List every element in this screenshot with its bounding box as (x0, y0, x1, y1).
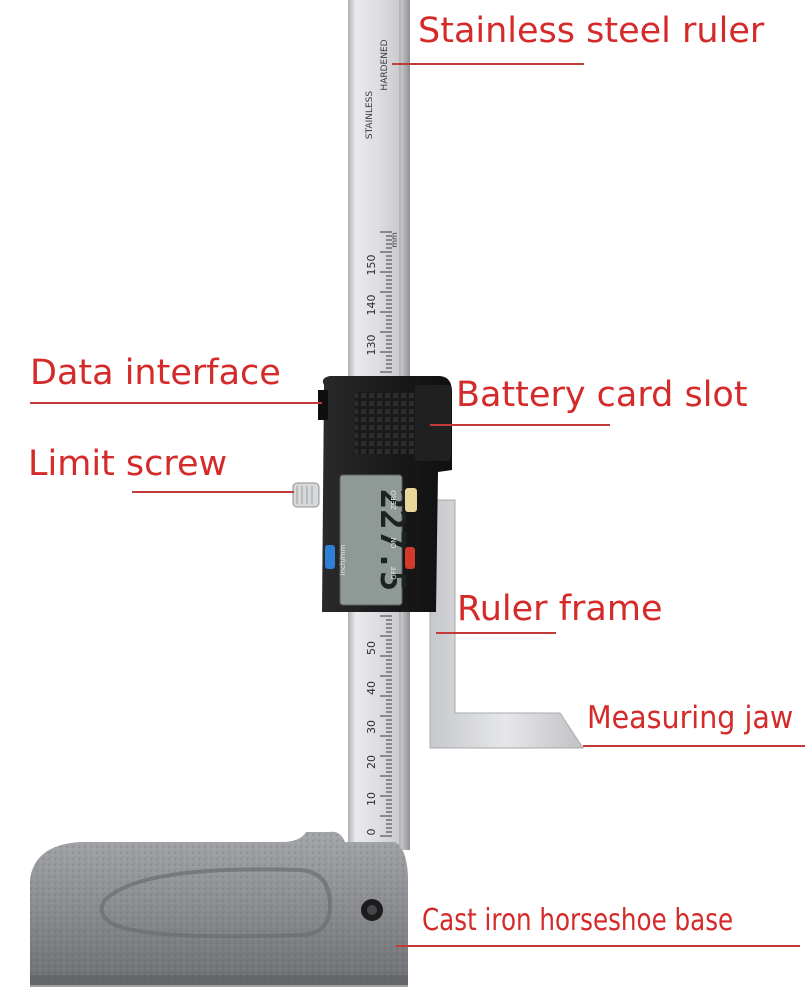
limit-screw-leader-line (132, 491, 294, 493)
battery-slot-cover (355, 392, 415, 454)
label-data-interface: Data interface (30, 353, 281, 393)
ruler-tick-label: 20 (365, 755, 378, 769)
ruler-tick-label: 40 (365, 681, 378, 695)
on-off-button[interactable] (405, 547, 415, 569)
ruler-stainless-text: STAINLESS (365, 91, 375, 139)
inch-mm-button[interactable] (325, 545, 335, 569)
battery-leader-line (430, 424, 610, 426)
ruler-tick-label: 30 (365, 720, 378, 734)
ruler-tick-label: 130 (365, 335, 378, 356)
data-interface-port (318, 390, 328, 420)
label-ruler-frame: Ruler frame (457, 589, 663, 629)
ruler-hardened-text: HARDENED (380, 39, 390, 90)
label-limit-screw: Limit screw (28, 444, 228, 484)
ruler-leader-line (392, 63, 584, 65)
data-interface-leader-line (30, 402, 322, 404)
ruler-frame-leader-line (436, 632, 556, 634)
base-leader-line (396, 945, 800, 947)
inch-mm-label: inch/mm (339, 544, 347, 575)
zero-label: ZERO (390, 490, 398, 510)
label-measuring-jaw: Measuring jaw (587, 700, 794, 736)
ruler-unit-text: mm (390, 232, 399, 248)
ruler-tick-label: 150 (365, 255, 378, 276)
ruler-tick-label: 50 (365, 641, 378, 655)
ruler-tick-label: 140 (365, 295, 378, 316)
off-label: OFF (390, 566, 398, 580)
ruler-tick-label: 0 (365, 829, 378, 836)
on-label: ON (390, 538, 398, 549)
lcd-screen (339, 474, 403, 606)
zero-button[interactable] (405, 488, 417, 512)
label-battery-card-slot: Battery card slot (456, 375, 748, 415)
label-stainless-steel-ruler: Stainless steel ruler (418, 11, 765, 51)
jaw-leader-line (583, 745, 805, 747)
ruler-ticks: 150 140 130 50 40 30 20 10 0 (365, 231, 392, 837)
label-cast-iron-base: Cast iron horseshoe base (422, 903, 734, 938)
measuring-jaw (429, 499, 584, 749)
ruler-tick-label: 10 (365, 792, 378, 806)
